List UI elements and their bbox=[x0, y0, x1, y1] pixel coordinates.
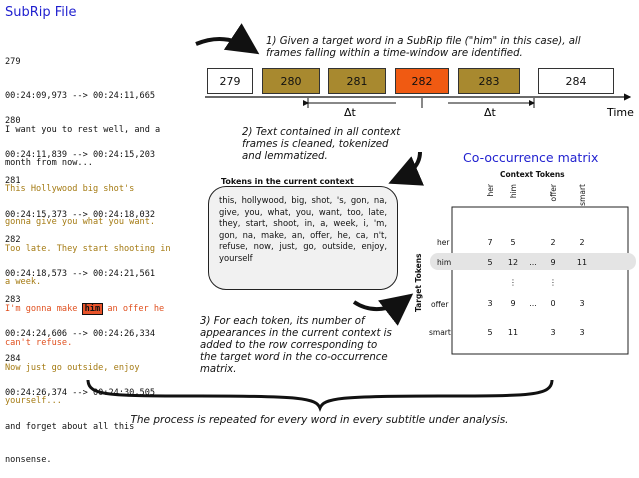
matrix-cell: 9 bbox=[510, 299, 516, 308]
step-line: 1) Given a target word in a SubRip file … bbox=[266, 36, 581, 47]
delta-t-right: Δt bbox=[484, 106, 496, 119]
matrix-cell: 9 bbox=[550, 258, 556, 267]
subtitle-index: 282 bbox=[5, 235, 21, 246]
matrix-cell: 3 bbox=[579, 328, 585, 337]
col-label-smart: smart bbox=[578, 184, 587, 206]
subtitle-time: 00:24:09,973 --> 00:24:11,665 bbox=[5, 91, 156, 102]
step3-text: 3) For each token, its number of appeara… bbox=[200, 316, 392, 376]
subtitle-time: 00:24:18,573 --> 00:24:21,561 bbox=[5, 269, 156, 280]
subtitle-index: 281 bbox=[5, 176, 21, 187]
subtitle-text: I'm gonna make bbox=[5, 303, 83, 314]
matrix-cell: 0 bbox=[550, 299, 556, 308]
tokens-box: this, hollywood, big, shot, 's, gon, na,… bbox=[208, 186, 398, 290]
subtitle-line: a week. bbox=[5, 277, 42, 288]
matrix-cell: 7 bbox=[487, 238, 493, 247]
row-label-him: him bbox=[437, 258, 452, 267]
arrow-step1 bbox=[195, 23, 260, 55]
frame-282: 282 bbox=[395, 68, 449, 94]
frame-283: 283 bbox=[458, 68, 520, 94]
subrip-title: SubRip File bbox=[5, 5, 77, 20]
subtitle-line: can't refuse. bbox=[5, 338, 73, 349]
step-line: 3) For each token, its number of bbox=[200, 316, 365, 327]
matrix-cell: 5 bbox=[487, 258, 493, 267]
subtitle-line: This Hollywood big shot's bbox=[5, 183, 135, 194]
subtitle-time: 00:24:15,373 --> 00:24:18,032 bbox=[5, 210, 156, 221]
matrix-cell: 12 bbox=[507, 258, 519, 267]
matrix-cell: ... bbox=[529, 258, 537, 267]
subtitle-line: Too late. They start shooting in bbox=[5, 243, 171, 254]
subtitle-time: 00:24:26,374 --> 00:24:30,505 bbox=[5, 388, 156, 399]
step-line: 2) Text contained in all context bbox=[242, 127, 401, 138]
footer-caption: The process is repeated for every word i… bbox=[130, 414, 509, 426]
subtitle-284: 284 00:24:26,374 --> 00:24:30,505 and fo… bbox=[5, 332, 195, 478]
col-label-her: her bbox=[486, 184, 495, 197]
subtitle-line: Now just go outside, enjoy bbox=[5, 362, 140, 373]
row-label-smart: smart bbox=[429, 328, 451, 337]
step1-text: 1) Given a target word in a SubRip file … bbox=[266, 36, 581, 60]
subtitle-line: nonsense. bbox=[5, 455, 52, 466]
matrix-him-row-highlight bbox=[430, 253, 636, 270]
subtitle-line: gonna give you what you want. bbox=[5, 217, 156, 228]
subtitle-282: 282 00:24:18,573 --> 00:24:21,561 I'm go… bbox=[5, 213, 195, 360]
subtitle-281: 281 00:24:15,373 --> 00:24:18,032 Too la… bbox=[5, 154, 195, 300]
subtitle-283: 283 00:24:24,606 --> 00:24:26,334 Now ju… bbox=[5, 273, 195, 419]
step-line: frames falling within a time-window are … bbox=[266, 48, 523, 59]
subtitle-280: 280 00:24:11,839 --> 00:24:15,203 This H… bbox=[5, 94, 195, 240]
col-label-him: him bbox=[509, 184, 518, 199]
subtitle-time: 00:24:11,839 --> 00:24:15,203 bbox=[5, 150, 156, 161]
tokens-title: Tokens in the current context bbox=[221, 177, 354, 186]
subtitle-279: 279 00:24:09,973 --> 00:24:11,665 I want… bbox=[5, 35, 195, 181]
subtitle-index: 284 bbox=[5, 354, 21, 365]
matrix-cell: 11 bbox=[507, 328, 519, 337]
matrix-cell: ⋮ bbox=[549, 278, 557, 287]
frame-281: 281 bbox=[328, 68, 386, 94]
subtitle-line: and forget about all this bbox=[5, 421, 135, 432]
matrix-cell: 11 bbox=[576, 258, 588, 267]
matrix-col-header: Context Tokens bbox=[500, 170, 565, 179]
tokens-list: this, hollywood, big, shot, 's, gon, na,… bbox=[219, 195, 387, 263]
matrix-cell: 5 bbox=[510, 238, 516, 247]
subtitle-line: I want you to rest well, and a bbox=[5, 124, 161, 135]
subtitle-text: an offer he bbox=[102, 303, 165, 314]
matrix-cell: 2 bbox=[579, 238, 585, 247]
matrix-title: Co-occurrence matrix bbox=[463, 150, 599, 165]
matrix-cell: 5 bbox=[487, 328, 493, 337]
matrix-cell: ⋮ bbox=[509, 278, 517, 287]
matrix-frame bbox=[451, 206, 629, 355]
bottom-brace bbox=[86, 379, 554, 413]
arrow-step2 bbox=[388, 151, 425, 186]
time-axis-label: Time bbox=[607, 106, 634, 119]
step-line: added to the row corresponding to bbox=[200, 340, 378, 351]
matrix-row-header: Target Tokens bbox=[414, 253, 423, 312]
step-line: frames is cleaned, tokenized bbox=[242, 139, 389, 150]
subtitle-index: 283 bbox=[5, 295, 21, 306]
target-word-highlight: him bbox=[81, 302, 104, 315]
frame-279: 279 bbox=[207, 68, 253, 94]
subtitle-index: 280 bbox=[5, 116, 21, 127]
subtitle-time: 00:24:24,606 --> 00:24:26,334 bbox=[5, 329, 156, 340]
frame-280: 280 bbox=[262, 68, 320, 94]
matrix-cell: 3 bbox=[550, 328, 556, 337]
matrix-cell: 3 bbox=[579, 299, 585, 308]
matrix-cell: ... bbox=[529, 299, 537, 308]
step-line: matrix. bbox=[200, 364, 237, 375]
delta-t-left: Δt bbox=[344, 106, 356, 119]
col-label-offer: offer bbox=[549, 184, 558, 202]
step-line: appearances in the current context is bbox=[200, 328, 392, 339]
subtitle-index: 279 bbox=[5, 57, 21, 68]
step-line: and lemmatized. bbox=[242, 151, 328, 162]
subtitle-line: yourself... bbox=[5, 396, 62, 407]
row-label-her: her bbox=[437, 238, 450, 247]
step-line: the target word in the co-occurrence bbox=[200, 352, 388, 363]
matrix-cell: 3 bbox=[487, 299, 493, 308]
matrix-cell: 2 bbox=[550, 238, 556, 247]
row-label-offer: offer bbox=[431, 300, 449, 309]
step2-text: 2) Text contained in all context frames … bbox=[242, 127, 400, 163]
arrow-step3 bbox=[352, 293, 414, 326]
diagram-graphics bbox=[86, 23, 636, 413]
subtitle-line: I'm gonna make him an offer he bbox=[5, 302, 195, 316]
frame-284: 284 bbox=[538, 68, 614, 94]
subtitle-line: month from now... bbox=[5, 158, 93, 169]
